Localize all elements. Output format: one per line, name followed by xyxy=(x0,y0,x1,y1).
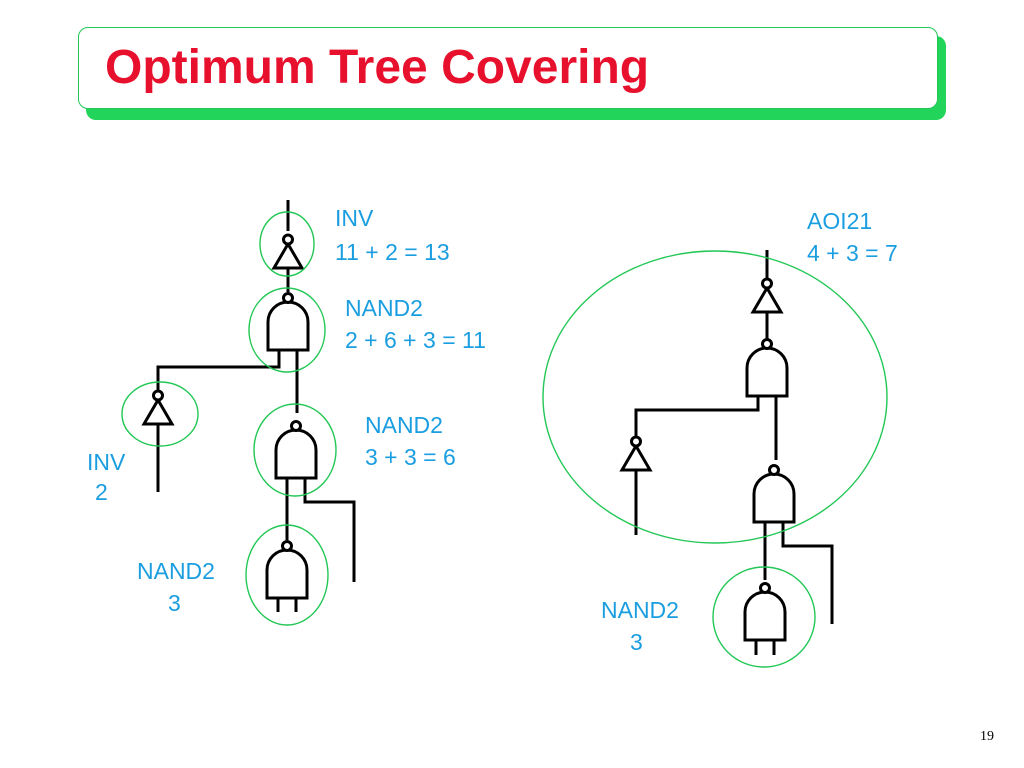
cover-nand-top xyxy=(248,287,326,373)
left-wires xyxy=(156,200,356,612)
label-nand-top-cost: 2 + 6 + 3 = 11 xyxy=(345,327,486,353)
cover-right-nand-bottom xyxy=(712,566,816,668)
cover-aoi21 xyxy=(542,250,888,544)
right-inv-top-gate xyxy=(751,277,783,314)
right-tree: AOI21 4 + 3 = 7 NAND2 3 xyxy=(542,208,898,668)
left-nand-bottom-gate xyxy=(265,540,309,600)
label-nand-mid-name: NAND2 xyxy=(365,412,443,438)
label-inv-top-name: INV xyxy=(335,205,374,231)
label-nand-mid-cost: 3 + 3 = 6 xyxy=(365,444,456,470)
label-nand-bottom-name: NAND2 xyxy=(137,558,215,584)
left-inv-side-gate xyxy=(142,389,174,426)
label-nand-bottom-cost: 3 xyxy=(168,590,181,616)
cover-nand-mid xyxy=(253,403,337,497)
right-nand-mid-gate xyxy=(752,464,796,524)
right-inv-side-gate xyxy=(620,435,652,472)
left-nand-top-gate xyxy=(266,292,310,352)
right-nand-bottom-gate xyxy=(743,582,787,642)
title-box: Optimum Tree Covering xyxy=(78,27,938,109)
label-aoi21-cost: 4 + 3 = 7 xyxy=(807,240,898,266)
slide-title: Optimum Tree Covering xyxy=(105,41,650,94)
cover-inv-side xyxy=(121,381,199,447)
label-inv-side-name: INV xyxy=(87,449,126,475)
cover-nand-bottom xyxy=(245,524,329,626)
label-aoi21-name: AOI21 xyxy=(807,208,872,234)
right-wires xyxy=(634,250,834,655)
left-inv-top-gate xyxy=(272,233,304,270)
label-inv-top-cost: 11 + 2 = 13 xyxy=(335,239,450,265)
label-inv-side-cost: 2 xyxy=(95,479,108,505)
left-tree: INV 11 + 2 = 13 NAND2 2 + 6 + 3 = 11 NAN… xyxy=(87,200,486,626)
label-right-nand-bottom-name: NAND2 xyxy=(601,597,679,623)
label-right-nand-bottom-cost: 3 xyxy=(630,629,643,655)
cover-inv-top xyxy=(259,211,315,277)
label-nand-top-name: NAND2 xyxy=(345,295,423,321)
right-nand-top-gate xyxy=(745,338,789,398)
left-nand-mid-gate xyxy=(274,420,318,480)
page-number: 19 xyxy=(980,729,994,744)
